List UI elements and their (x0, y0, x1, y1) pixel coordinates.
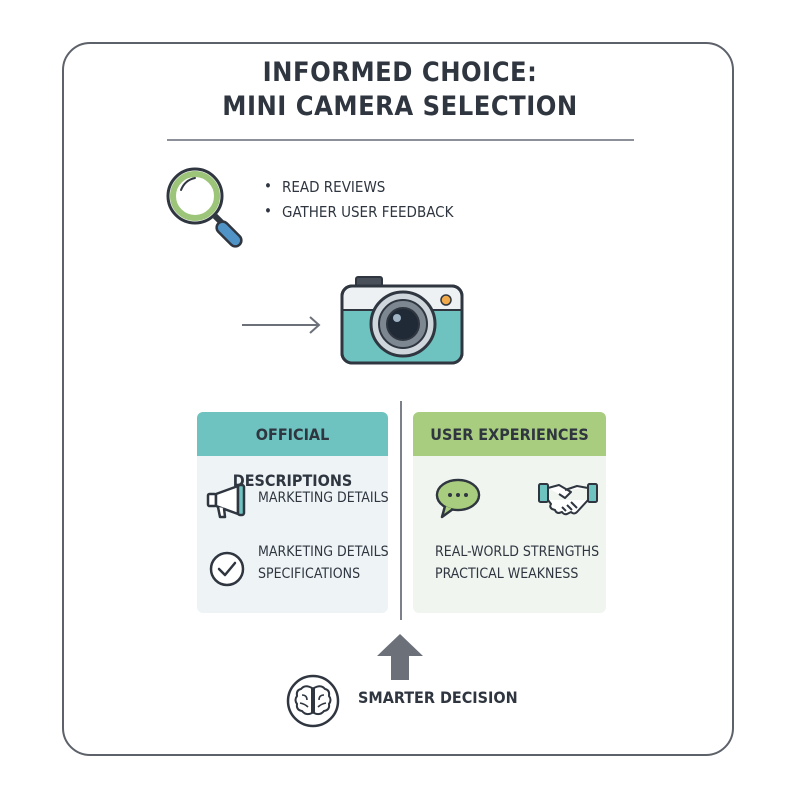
right-arrow-icon (242, 316, 321, 334)
magnifier-icon (166, 167, 243, 248)
center-divider (400, 401, 402, 620)
bullet-read-reviews: READ REVIEWS (264, 177, 385, 196)
handshake-icon (538, 483, 598, 516)
camera-icon (340, 276, 464, 365)
title-divider (167, 139, 634, 141)
title-line-1: INFORMED CHOICE: (262, 57, 538, 88)
smarter-decision-label: SMARTER DECISION (358, 688, 518, 707)
official-item-specs-line1: MARKETING DETAILS (258, 544, 389, 560)
official-item-specs-line2: SPECIFICATIONS (258, 566, 361, 582)
speech-bubble-icon (435, 478, 481, 519)
megaphone-icon (206, 483, 246, 519)
panel-header-official: OFFICIAL DESCRIPTIONS (197, 412, 388, 490)
user-weakness: PRACTICAL WEAKNESS (435, 566, 579, 582)
panel-header-user: USER EXPERIENCES (413, 412, 606, 456)
up-arrow-icon (377, 634, 423, 680)
user-strengths: REAL-WORLD STRENGTHS (435, 544, 600, 560)
panel-official-descriptions: OFFICIAL DESCRIPTIONS (197, 412, 388, 613)
bullet-gather-feedback: GATHER USER FEEDBACK (264, 202, 453, 221)
check-circle-icon (209, 551, 245, 587)
title-line-2: MINI CAMERA SELECTION (222, 91, 578, 122)
brain-icon (286, 674, 340, 728)
official-item-marketing: MARKETING DETAILS (258, 490, 389, 506)
